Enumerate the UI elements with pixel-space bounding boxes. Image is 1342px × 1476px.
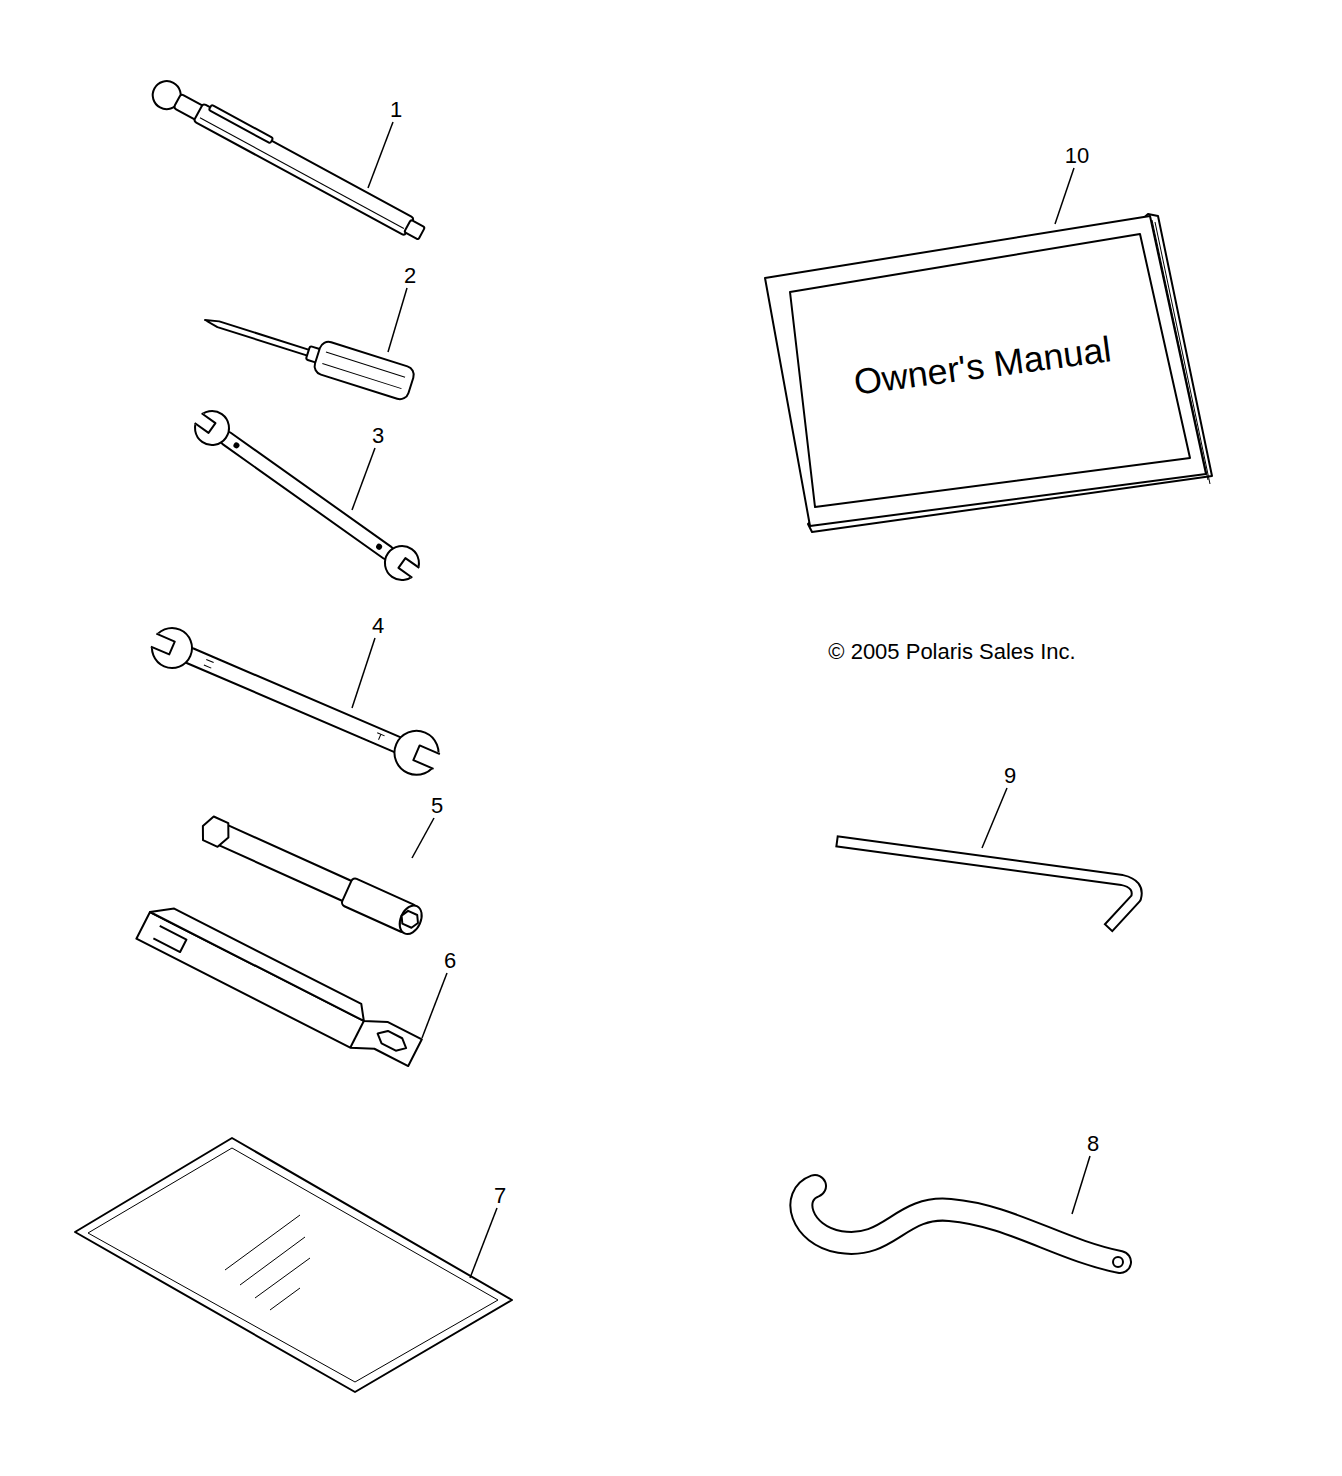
tire-gauge: [148, 76, 429, 246]
spanner-wrench: [801, 1186, 1123, 1267]
copyright-note: © 2005 Polaris Sales Inc.: [828, 640, 1075, 664]
callout-number: 1: [390, 98, 402, 122]
spark-plug-wrench: [136, 900, 423, 1075]
callout-number: 6: [444, 949, 456, 973]
callout-number: 10: [1065, 144, 1089, 168]
callout-number: 5: [431, 794, 443, 818]
leader-lines: [352, 122, 1090, 1278]
screwdriver: [200, 304, 416, 402]
open-end-wrench: [144, 620, 446, 783]
socket-wrench: [197, 812, 426, 937]
callout-number: 9: [1004, 764, 1016, 788]
open-end-wrench: [187, 404, 426, 588]
plastic-bag: [75, 1138, 512, 1392]
callout-number: 2: [404, 264, 416, 288]
callout-number: 8: [1087, 1132, 1099, 1156]
hex-key: [842, 842, 1137, 924]
callout-number: 3: [372, 424, 384, 448]
owners-manual-book: [765, 214, 1212, 532]
callout-number: 7: [494, 1184, 506, 1208]
callout-number: 4: [372, 614, 384, 638]
